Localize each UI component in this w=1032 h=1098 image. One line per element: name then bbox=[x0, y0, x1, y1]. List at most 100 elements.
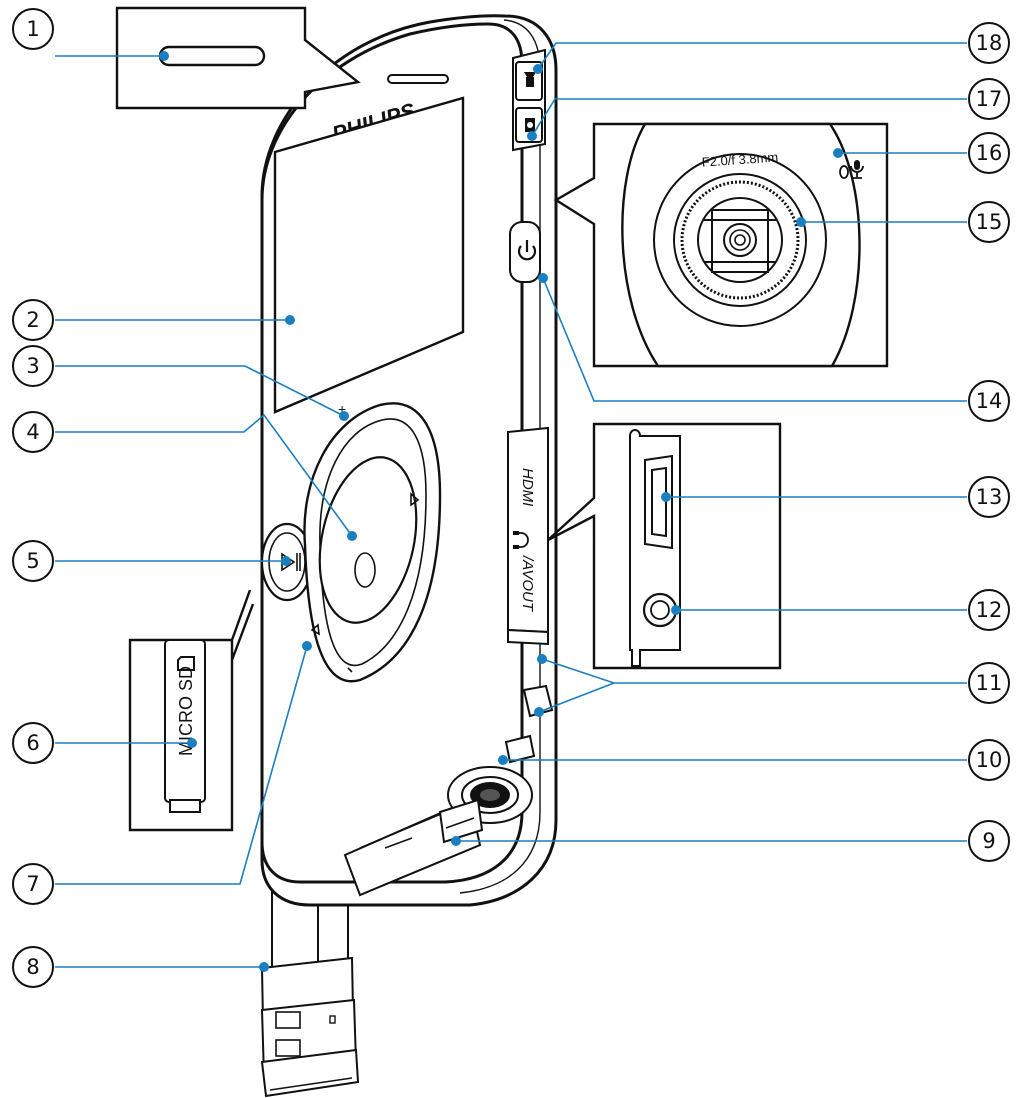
callout-circle-10 bbox=[968, 739, 1010, 781]
leader-dot-11 bbox=[537, 654, 547, 664]
callout-circle-1 bbox=[12, 8, 54, 50]
callout-circle-14 bbox=[968, 380, 1010, 422]
callout-circle-13 bbox=[968, 476, 1010, 518]
leader-dot-6 bbox=[187, 738, 197, 748]
nav-down-mark[interactable] bbox=[347, 667, 353, 673]
sd-card-icon bbox=[177, 656, 195, 671]
callout-number-15: 15 bbox=[976, 210, 1003, 234]
lcd-screen bbox=[273, 96, 465, 414]
leader-line-14 bbox=[542, 277, 967, 402]
callout-number-8: 8 bbox=[26, 955, 39, 979]
callout-number-2: 2 bbox=[26, 308, 39, 332]
callout-1: 1 bbox=[12, 8, 54, 50]
callout-number-16: 16 bbox=[976, 141, 1003, 165]
leader-dot-13 bbox=[661, 492, 671, 502]
leader-dot-8 bbox=[259, 962, 269, 972]
callout-circle-15 bbox=[968, 201, 1010, 243]
callout-circle-5 bbox=[12, 540, 54, 582]
leader-dot-14 bbox=[538, 273, 548, 283]
callout-11: 11 bbox=[968, 662, 1010, 704]
callout-circle-2 bbox=[12, 299, 54, 341]
callout-circle-4 bbox=[12, 411, 54, 453]
callout-7: 7 bbox=[12, 863, 54, 905]
callout-3: 3 bbox=[12, 345, 54, 387]
callout-number-10: 10 bbox=[976, 748, 1003, 772]
leader-dot-18 bbox=[533, 64, 543, 74]
leader-line-3 bbox=[55, 365, 345, 417]
leader-dot-7 bbox=[302, 641, 312, 651]
inset-microsd: MICRO SD bbox=[128, 589, 255, 832]
callout-number-9: 9 bbox=[982, 829, 995, 853]
callout-number-6: 6 bbox=[26, 731, 39, 755]
callout-number-4: 4 bbox=[26, 420, 39, 444]
hdmi-label: HDMI bbox=[519, 468, 536, 506]
callout-14: 14 bbox=[968, 380, 1010, 422]
callout-16: 16 bbox=[968, 132, 1010, 174]
photo-camera-icon bbox=[525, 118, 535, 132]
mode-buttons bbox=[512, 48, 546, 152]
headphones-icon bbox=[513, 531, 529, 549]
callout-8: 8 bbox=[12, 946, 54, 988]
callout-18: 18 bbox=[968, 22, 1010, 64]
callout-12: 12 bbox=[968, 589, 1010, 631]
callout-circle-12 bbox=[968, 589, 1010, 631]
callout-17: 17 bbox=[968, 78, 1010, 120]
leader-lines bbox=[55, 42, 967, 972]
leader-line-4 bbox=[55, 413, 353, 537]
callout-number-11: 11 bbox=[976, 671, 1003, 695]
inset-ports bbox=[547, 422, 782, 670]
nav-up-mark[interactable]: + bbox=[338, 401, 346, 417]
callout-circle-18 bbox=[968, 22, 1010, 64]
callout-circle-16 bbox=[968, 132, 1010, 174]
leader-dot-17 bbox=[527, 131, 537, 141]
power-icon bbox=[517, 240, 537, 261]
callout-number-13: 13 bbox=[976, 485, 1003, 509]
usb-connector bbox=[260, 866, 360, 1098]
lens-specification: F2.0/f 3.8mm bbox=[701, 149, 778, 169]
callout-number-12: 12 bbox=[976, 598, 1003, 622]
leader-dot-3 bbox=[339, 411, 349, 421]
callout-13: 13 bbox=[968, 476, 1010, 518]
nav-right-arrow[interactable] bbox=[410, 492, 420, 507]
leader-line-11-branch bbox=[538, 682, 615, 713]
leader-dot-2 bbox=[285, 315, 295, 325]
callout-circle-17 bbox=[968, 78, 1010, 120]
inset-speaker bbox=[115, 6, 361, 110]
callout-circle-7 bbox=[12, 863, 54, 905]
inset-lens: F2.0/f 3.8mm bbox=[553, 122, 889, 368]
leader-dot-9 bbox=[451, 836, 461, 846]
avout-label: /AVOUT bbox=[519, 555, 536, 613]
speaker-slot bbox=[387, 74, 449, 84]
callout-number-5: 5 bbox=[26, 549, 39, 573]
leader-dot-1 bbox=[159, 51, 169, 61]
leader-dot-15 bbox=[796, 217, 806, 227]
callout-number-14: 14 bbox=[976, 389, 1003, 413]
callout-6: 6 bbox=[12, 722, 54, 764]
microphone-icon bbox=[839, 160, 864, 179]
callout-circle-6 bbox=[12, 722, 54, 764]
leader-dot-10 bbox=[498, 755, 508, 765]
leader-dot-4 bbox=[347, 531, 357, 541]
callout-2: 2 bbox=[12, 299, 54, 341]
power-button[interactable] bbox=[509, 221, 541, 283]
bottom-latch bbox=[438, 798, 484, 844]
leader-line-17 bbox=[531, 98, 967, 137]
callout-number-7: 7 bbox=[26, 872, 39, 896]
callout-circle-11 bbox=[968, 662, 1010, 704]
callout-4: 4 bbox=[12, 411, 54, 453]
callout-9: 9 bbox=[968, 820, 1010, 862]
callout-number-17: 17 bbox=[976, 87, 1003, 111]
callout-number-3: 3 bbox=[26, 354, 39, 378]
callout-5: 5 bbox=[12, 540, 54, 582]
callout-15: 15 bbox=[968, 201, 1010, 243]
leader-line-18 bbox=[537, 42, 967, 70]
ok-button[interactable] bbox=[354, 552, 376, 588]
callout-circle-8 bbox=[12, 946, 54, 988]
nav-left-arrow[interactable] bbox=[310, 623, 320, 636]
navigation-pad[interactable]: + bbox=[303, 401, 442, 683]
callout-10: 10 bbox=[968, 739, 1010, 781]
port-flap[interactable]: HDMI /AVOUT bbox=[507, 426, 549, 646]
